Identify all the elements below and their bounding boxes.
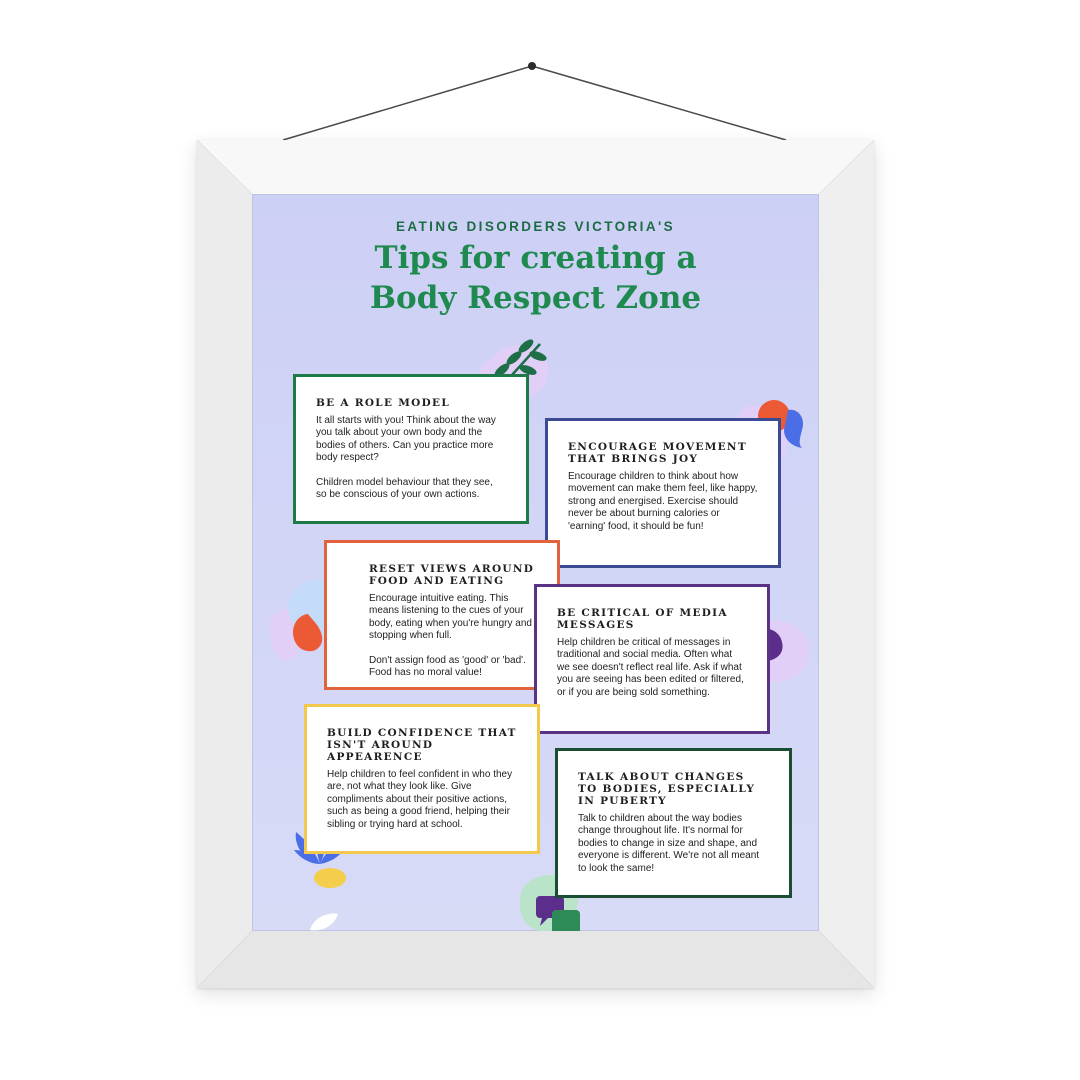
- tip-body: Encourage intuitive eating. This means l…: [369, 593, 532, 679]
- frame-bevel: [197, 140, 874, 988]
- tip-body: It all starts with you! Think about the …: [316, 415, 496, 501]
- poster-kicker: EATING DISORDERS VICTORIA'S: [395, 219, 676, 234]
- tip-heading: TALK ABOUT CHANGES TO BODIES, ESPECIALLY…: [578, 771, 756, 807]
- tip-card-food: RESET VIEWS AROUND FOOD AND EATING Encou…: [324, 540, 560, 690]
- poster-title: Tips for creating a Body Respect Zone: [252, 238, 819, 318]
- nail-icon: [528, 62, 536, 70]
- tip-heading: BE A ROLE MODEL: [316, 397, 451, 409]
- tip-heading: BE CRITICAL OF MEDIA MESSAGES: [557, 607, 728, 631]
- tip-body: Help children to feel confident in who t…: [327, 769, 513, 830]
- tip-card-movement: ENCOURAGE MOVEMENT THAT BRINGS JOY Encou…: [545, 418, 781, 568]
- poster: EATING DISORDERS VICTORIA'S Tips for cre…: [252, 194, 819, 931]
- tip-body: Encourage children to think about how mo…: [568, 471, 758, 532]
- tip-heading: ENCOURAGE MOVEMENT THAT BRINGS JOY: [568, 441, 747, 465]
- tip-body: Help children be critical of messages in…: [557, 637, 744, 698]
- tip-card-puberty: TALK ABOUT CHANGES TO BODIES, ESPECIALLY…: [555, 748, 792, 898]
- hanging-wire: [282, 62, 787, 141]
- tip-card-confidence: BUILD CONFIDENCE THAT ISN'T AROUND APPEA…: [304, 704, 540, 854]
- tip-card-role-model: BE A ROLE MODEL It all starts with you! …: [293, 374, 529, 524]
- tip-body: Talk to children about the way bodies ch…: [578, 813, 760, 874]
- leaf-icon-bottom: [310, 913, 338, 931]
- tip-heading: RESET VIEWS AROUND FOOD AND EATING: [369, 563, 535, 587]
- poster-title-line-1: Tips for creating a: [374, 240, 697, 276]
- poster-title-line-2: Body Respect Zone: [369, 280, 702, 316]
- tip-card-media: BE CRITICAL OF MEDIA MESSAGES Help child…: [534, 584, 770, 734]
- tip-heading: BUILD CONFIDENCE THAT ISN'T AROUND APPEA…: [327, 727, 517, 763]
